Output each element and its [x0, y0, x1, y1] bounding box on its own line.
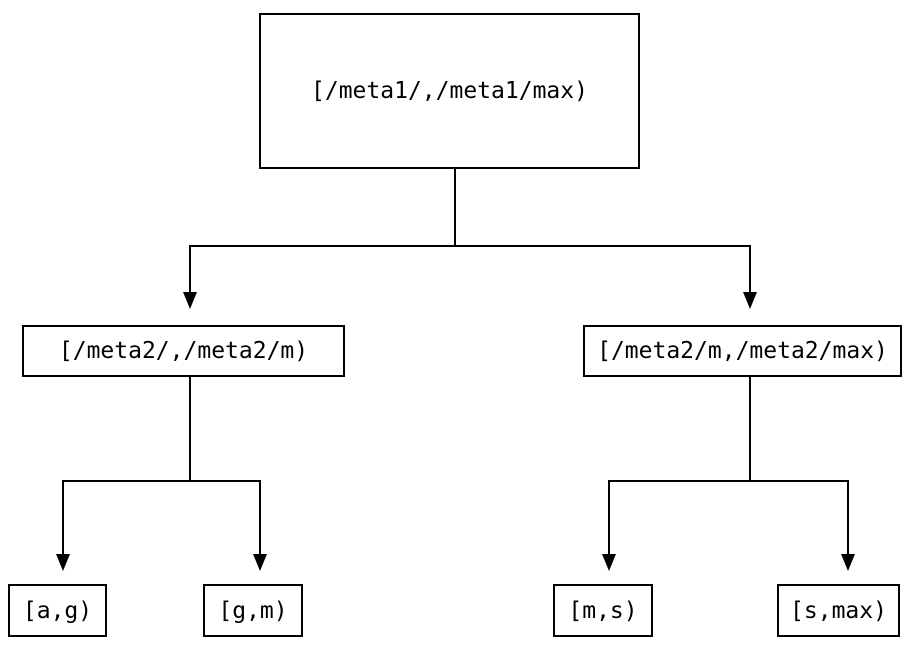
node-label: [/meta2/m,/meta2/max) — [597, 338, 888, 364]
node-leaf-a-g: [a,g) — [8, 584, 107, 637]
node-label: [m,s) — [568, 597, 638, 624]
arrowhead-to-meta2-left — [183, 292, 197, 309]
arrowhead-to-leaf-s-max — [841, 554, 855, 571]
node-meta1-range: [/meta1/,/meta1/max) — [259, 13, 640, 169]
arrowhead-to-meta2-right — [743, 292, 757, 309]
arrowhead-to-leaf-m-s — [602, 554, 616, 571]
node-label: [/meta2/,/meta2/m) — [58, 338, 309, 364]
node-leaf-s-max: [s,max) — [777, 584, 900, 637]
arrowhead-to-leaf-a-g — [56, 554, 70, 571]
node-leaf-g-m: [g,m) — [203, 584, 303, 637]
arrowhead-to-leaf-g-m — [253, 554, 267, 571]
node-meta2-left: [/meta2/,/meta2/m) — [22, 325, 345, 377]
node-meta2-right: [/meta2/m,/meta2/max) — [583, 325, 902, 377]
node-label: [s,max) — [790, 597, 887, 624]
node-label: [g,m) — [218, 597, 288, 624]
node-leaf-m-s: [m,s) — [553, 584, 653, 637]
node-label: [/meta1/,/meta1/max) — [311, 78, 588, 104]
node-label: [a,g) — [22, 597, 93, 624]
